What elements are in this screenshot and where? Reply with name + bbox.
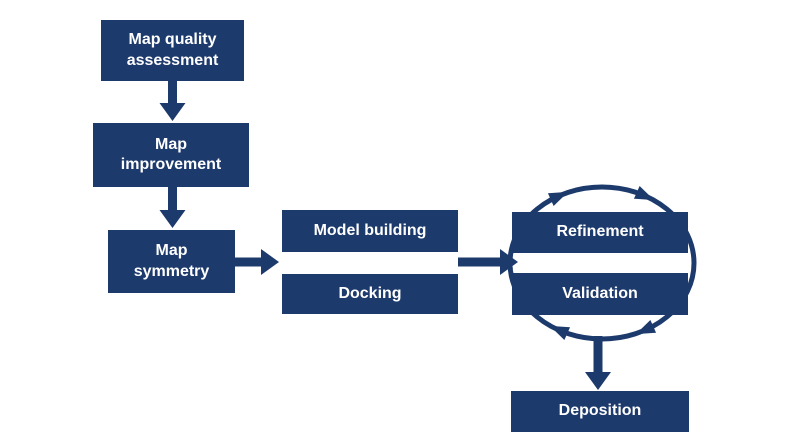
node-refinement: Refinement <box>512 212 688 253</box>
arrow-modeling-to-refinement-icon <box>458 249 518 275</box>
node-label: Deposition <box>558 402 642 420</box>
node-map-improvement: Map improvement <box>93 123 249 187</box>
node-label: Validation <box>562 284 638 302</box>
cycle-arrowhead-bottom-right-icon <box>635 319 657 335</box>
node-map-symmetry: Map symmetry <box>108 230 235 293</box>
arrow-map-quality-to-map-improvement-icon <box>159 81 186 121</box>
node-label: Refinement <box>556 223 644 241</box>
node-label: Map quality assessment <box>126 31 219 69</box>
node-label: Map symmetry <box>133 242 210 280</box>
node-map-quality-assessment: Map quality assessment <box>101 20 244 81</box>
cycle-gap-pill <box>512 252 688 274</box>
node-docking: Docking <box>282 274 458 314</box>
arrow-cycle-to-deposition-icon <box>585 336 611 390</box>
node-deposition: Deposition <box>511 391 689 432</box>
arrow-map-improvement-to-map-symmetry-icon <box>159 187 186 228</box>
cycle-arrowhead-top-right-icon <box>633 185 655 201</box>
node-label: Map improvement <box>120 135 222 173</box>
node-label: Model building <box>313 221 427 239</box>
node-model-building: Model building <box>282 210 458 252</box>
cycle-arrowhead-top-left-icon <box>547 191 569 207</box>
node-validation: Validation <box>512 273 688 315</box>
cycle-arrowhead-bottom-left-icon <box>549 325 571 341</box>
arrow-map-symmetry-to-modeling-icon <box>235 249 279 275</box>
node-label: Docking <box>338 284 402 302</box>
